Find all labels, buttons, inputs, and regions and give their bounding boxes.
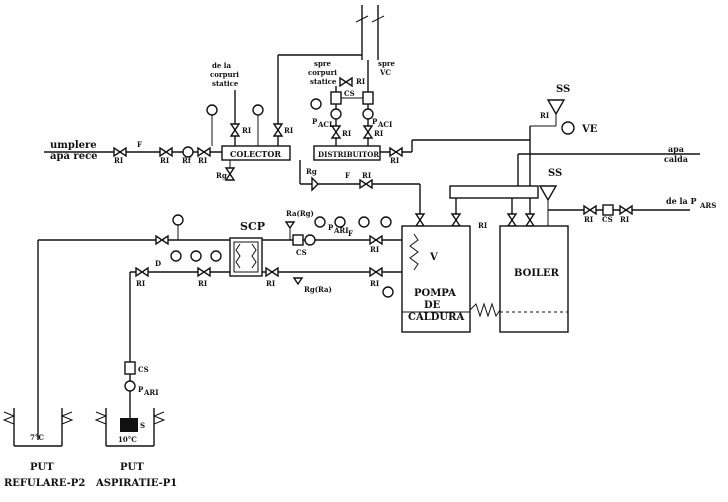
pump-block — [120, 418, 138, 432]
colector-label: COLECTOR — [230, 149, 281, 159]
ground-loop-upper: Ra(Rg) CS P ARI F RI — [38, 209, 402, 257]
boiler: BOILER — [469, 225, 569, 333]
spre-label: spre — [378, 59, 396, 68]
p-aci-sub: ACI — [377, 120, 392, 129]
v-label: V — [429, 252, 438, 263]
colector-group: COLECTOR de la corpuri statice RI RI Rg — [206, 61, 293, 181]
rg-label: Rg — [216, 171, 227, 180]
d-label: D — [155, 259, 161, 268]
p-ari-label: P — [138, 385, 144, 394]
header-box — [449, 185, 539, 199]
mixing-line: Rg F RI — [299, 160, 421, 214]
ss-top-label: SS — [556, 84, 570, 95]
rg-ra-label: Rg(Ra) — [304, 285, 332, 294]
p-aci-label: P — [312, 117, 318, 126]
heat-pump: V POMPA DE CALDURA — [401, 225, 471, 333]
f-label: F — [137, 140, 142, 149]
cs-label: CS — [296, 248, 307, 257]
distribuitor-box — [313, 145, 381, 161]
boiler-box — [499, 225, 569, 333]
pars-sub-label: ARS — [699, 201, 716, 210]
f-label: F — [348, 229, 353, 238]
temp-p1-label: 10°C — [118, 435, 137, 444]
boiler-label: BOILER — [514, 268, 560, 279]
statice-label: statice — [212, 79, 239, 88]
ri-label: RI — [362, 171, 371, 180]
ri-label: RI — [342, 129, 351, 138]
p-ari-sub: ARI — [143, 388, 159, 397]
apa-rece-label: apa rece — [50, 151, 98, 162]
temp-p2-label: 7°C — [30, 433, 44, 442]
scp-box — [229, 237, 263, 277]
scp-label: SCP — [240, 220, 265, 233]
umplere-label: umplere — [50, 140, 97, 151]
refulare-label: REFULARE-P2 — [4, 478, 85, 489]
pompa-label: POMPA — [414, 288, 456, 299]
ve-label: VE — [581, 124, 598, 135]
put-p1-label: PUT — [120, 462, 144, 473]
p-aci-label: P — [372, 117, 378, 126]
corpuri-label: corpuri — [210, 70, 239, 79]
ri-label: RI — [370, 279, 379, 288]
distribuitor-group: DISTRIBUITOR spre corpuri statice spre V… — [308, 59, 530, 165]
well-p2: 7°C PUT REFULARE-P2 — [2, 240, 85, 489]
statice-label: statice — [310, 77, 337, 86]
scp-exchanger: SCP — [229, 220, 265, 277]
ri-label: RI — [478, 221, 487, 230]
colector-box — [221, 145, 291, 161]
ri-label: RI — [114, 156, 123, 165]
vc-label: VC — [379, 68, 391, 77]
ground-loop-lower: RI D RI RI Rg(Ra) RI — [130, 250, 402, 298]
rf-label: Rf — [182, 156, 192, 165]
cold-water-fill-line: umplere apa rece RI F RI Rf RI — [44, 140, 222, 165]
p-ari-sub: ARI — [333, 226, 349, 235]
ri-label: RI — [620, 215, 629, 224]
distribuitor-label: DISTRIBUITOR — [318, 150, 379, 159]
aspiratie-label: ASPIRATIE-P1 — [95, 478, 177, 489]
cs-label: CS — [602, 215, 613, 224]
hot-water-line: apa calda SS VE RI — [517, 84, 700, 186]
ri-label: RI — [242, 126, 251, 135]
de-la-label: de la — [212, 61, 231, 70]
s-label: S — [140, 421, 145, 430]
de-la-pars-label: de la P — [666, 196, 697, 206]
cs-label: CS — [138, 365, 149, 374]
spre-label: spre — [314, 59, 332, 68]
ri-label: RI — [370, 245, 379, 254]
ra-rg-label: Ra(Rg) — [286, 209, 314, 218]
ri-label: RI — [136, 279, 145, 288]
cs-label: CS — [344, 89, 355, 98]
tank-header: RI SS RI CS RI de la P ARS — [414, 168, 716, 230]
apa-label: apa — [668, 144, 684, 154]
ss-mid-label: SS — [548, 168, 562, 179]
corpuri-label: corpuri — [308, 68, 337, 77]
ri-label: RI — [390, 156, 399, 165]
ri-label: RI — [160, 156, 169, 165]
calda-label: calda — [664, 154, 688, 164]
ri-label: RI — [284, 126, 293, 135]
well-p1: CS P ARI S 10°C PUT ASPIRATIE-P1 — [94, 272, 177, 489]
ri-label: RI — [356, 77, 365, 86]
f-label: F — [345, 171, 350, 180]
ri-label: RI — [198, 156, 207, 165]
rg-label: Rg — [306, 167, 317, 176]
p-aci-sub: ACI — [317, 120, 332, 129]
ri-label: RI — [540, 111, 549, 120]
de-label: DE — [424, 300, 441, 311]
ri-label: RI — [584, 215, 593, 224]
caldura-label: CALDURA — [408, 312, 464, 323]
ri-label: RI — [374, 129, 383, 138]
ri-label: RI — [266, 279, 275, 288]
ri-label: RI — [198, 279, 207, 288]
put-p2-label: PUT — [30, 462, 54, 473]
p-ari-label: P — [328, 223, 334, 232]
